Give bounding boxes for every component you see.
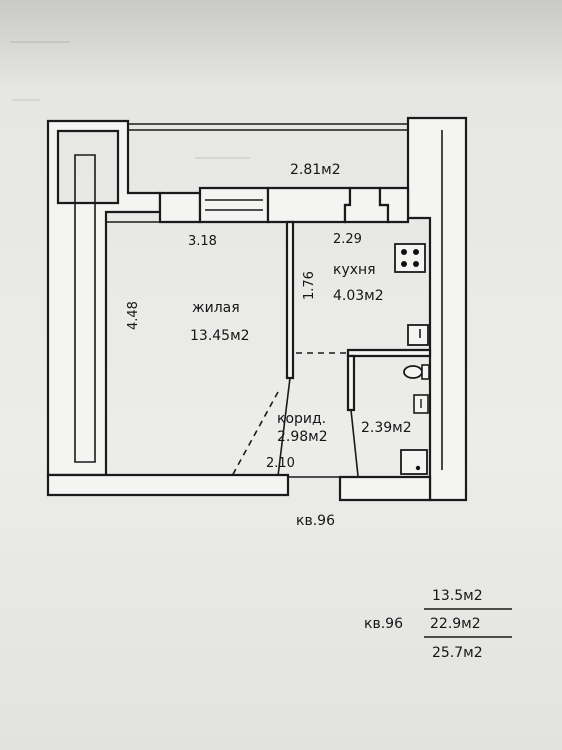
outer-wall-left — [46, 119, 162, 477]
living-height-label: 4.48 — [126, 301, 141, 330]
kitchen-width-label: 2.29 — [333, 232, 362, 247]
balcony-wall-left — [158, 191, 202, 224]
living-name-label: жилая — [192, 300, 240, 316]
living-width-label: 3.18 — [188, 234, 217, 249]
kitchen-sink-icon — [407, 324, 429, 346]
summary-value-2: 22.9м2 — [430, 616, 481, 632]
outer-wall-right — [406, 116, 468, 502]
corridor-name-label: корид. — [277, 411, 326, 427]
corridor-width-label: 2.10 — [266, 456, 295, 471]
partition-living-kitchen — [285, 220, 295, 380]
living-door-arc — [231, 391, 279, 477]
scan-artifacts — [10, 41, 250, 159]
kitchen-area-label: 4.03м2 — [333, 288, 384, 304]
kitchen-height-label: 1.76 — [302, 271, 317, 300]
balcony-wall-right — [378, 186, 410, 224]
living-door-leaf — [277, 377, 291, 477]
summary-value-1: 13.5м2 — [432, 588, 483, 604]
kitchen-name-label: кухня — [333, 262, 376, 278]
bath-door-leaf — [350, 409, 359, 477]
bath-sink-icon — [413, 394, 429, 414]
bath-area-label: 2.39м2 — [361, 420, 412, 436]
apartment-label: кв.96 — [296, 513, 335, 529]
balcony-area-label: 2.81м2 — [290, 162, 341, 178]
balcony-window — [198, 186, 270, 224]
toilet-icon — [403, 364, 430, 380]
outer-wall-bottom-left — [46, 473, 290, 497]
bath-wall-top — [346, 348, 432, 358]
corridor-area-label: 2.98м2 — [277, 429, 328, 445]
bath-wall-left — [346, 354, 356, 412]
stove-icon — [394, 243, 426, 273]
balcony-wall-mid — [266, 186, 352, 224]
living-area-label: 13.45м2 — [190, 328, 250, 344]
outer-wall-left-inner — [74, 154, 96, 463]
outer-wall-bottom-right — [338, 475, 432, 502]
summary-label: кв.96 — [364, 616, 403, 632]
summary-value-3: 25.7м2 — [432, 645, 483, 661]
shower-icon — [400, 449, 428, 475]
